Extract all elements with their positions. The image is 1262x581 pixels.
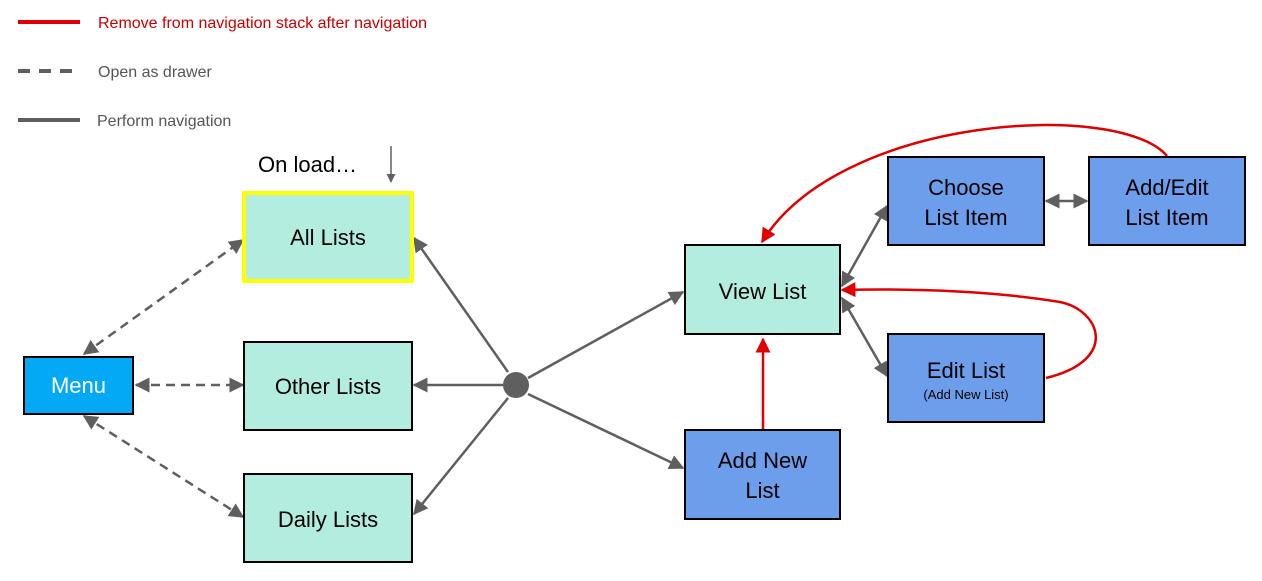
navigation-edges xyxy=(412,193,1089,516)
node-other-lists[interactable]: Other Lists xyxy=(243,341,413,431)
node-menu[interactable]: Menu xyxy=(23,356,134,415)
choose-list-item-label-line2: List Item xyxy=(924,205,1007,230)
edge-hub-add-new-list xyxy=(527,392,685,470)
navigation-hub-dot xyxy=(503,372,529,398)
view-list-label: View List xyxy=(719,279,807,304)
edge-view-list-choose-item xyxy=(840,204,889,288)
on-load-label: On load… xyxy=(258,152,357,177)
all-lists-label: All Lists xyxy=(290,225,366,250)
legend-navigate-label: Perform navigation xyxy=(97,113,231,130)
edge-view-list-edit-list xyxy=(840,296,889,378)
daily-lists-label: Daily Lists xyxy=(278,507,378,532)
edge-hub-all-lists xyxy=(412,236,510,373)
add-new-list-label-line2: List xyxy=(745,478,779,503)
edit-list-label: Edit List xyxy=(927,358,1005,383)
edge-edit-list-view-list xyxy=(840,282,1097,380)
edge-menu-all-lists xyxy=(82,238,245,356)
other-lists-label: Other Lists xyxy=(275,374,381,399)
edge-add-edit-item-view-list xyxy=(760,123,1168,244)
add-new-list-label-line1: Add New xyxy=(718,448,807,473)
node-edit-list[interactable]: Edit List (Add New List) xyxy=(887,333,1045,423)
edge-menu-daily-lists xyxy=(82,414,245,519)
edge-hub-view-list xyxy=(527,290,685,380)
remove-edges xyxy=(755,123,1168,429)
edge-hub-daily-lists xyxy=(413,397,509,516)
legend: Remove from navigation stack after navig… xyxy=(18,15,427,130)
legend-remove-label: Remove from navigation stack after navig… xyxy=(98,15,427,32)
node-all-lists[interactable]: All Lists xyxy=(242,191,414,283)
choose-list-item-label-line1: Choose xyxy=(928,175,1004,200)
node-add-new-list[interactable]: Add New List xyxy=(684,429,841,520)
add-edit-list-item-label-line2: List Item xyxy=(1125,205,1208,230)
node-add-edit-list-item[interactable]: Add/Edit List Item xyxy=(1088,156,1246,246)
node-choose-list-item[interactable]: Choose List Item xyxy=(887,156,1045,246)
edit-list-sublabel: (Add New List) xyxy=(923,387,1008,402)
legend-drawer-label: Open as drawer xyxy=(98,64,213,81)
drawer-edges xyxy=(82,238,245,519)
add-edit-list-item-label-line1: Add/Edit xyxy=(1125,175,1208,200)
node-daily-lists[interactable]: Daily Lists xyxy=(243,473,413,563)
menu-label: Menu xyxy=(51,373,106,398)
node-view-list[interactable]: View List xyxy=(684,244,841,335)
